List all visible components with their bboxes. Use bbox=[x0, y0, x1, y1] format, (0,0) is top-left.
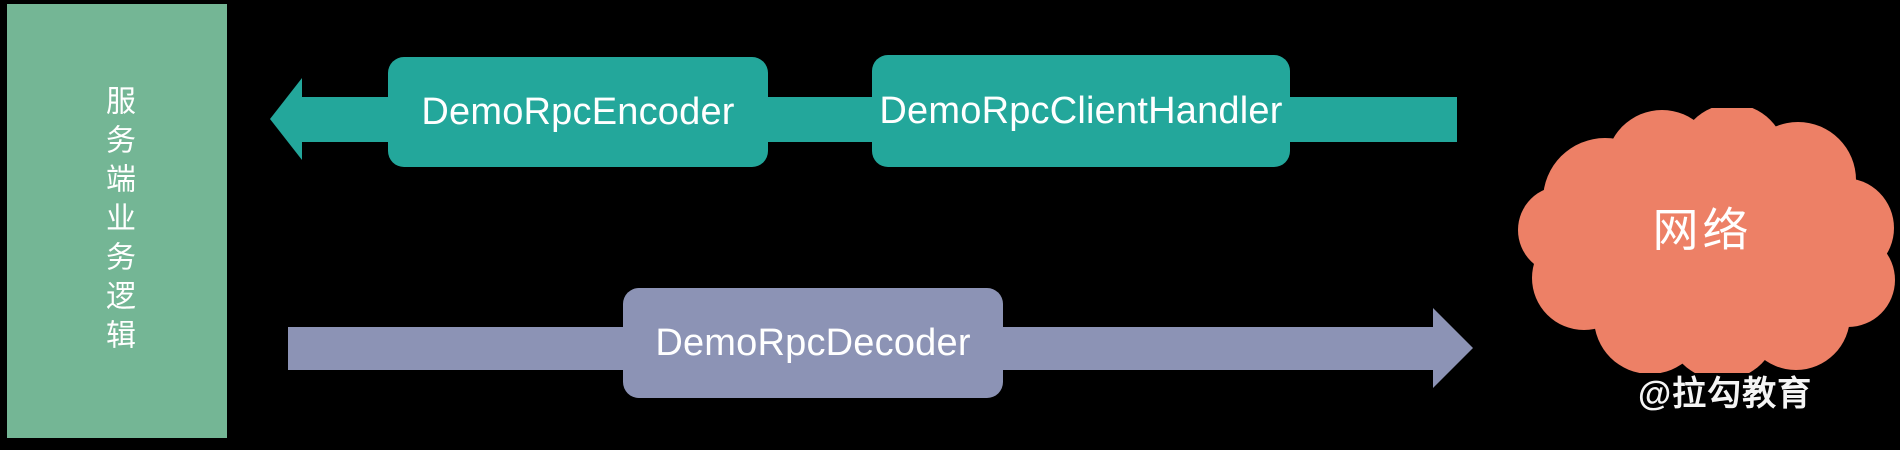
pipeline-stage-label: DemoRpcDecoder bbox=[655, 321, 971, 364]
pipeline-stage-label: DemoRpcClientHandler bbox=[879, 89, 1283, 132]
server-business-logic-panel: 服务端业务逻辑 bbox=[7, 4, 227, 438]
inbound-arrowhead-icon bbox=[1433, 308, 1473, 388]
cloud-icon bbox=[1518, 108, 1895, 373]
pipeline-stage-label: DemoRpcEncoder bbox=[421, 90, 735, 133]
server-business-logic-label: 服务端业务逻辑 bbox=[101, 84, 134, 358]
network-cloud: 网络 bbox=[1510, 108, 1895, 373]
pipeline-stage-demo-rpc-client-handler[interactable]: DemoRpcClientHandler bbox=[872, 55, 1290, 167]
pipeline-stage-demo-rpc-encoder[interactable]: DemoRpcEncoder bbox=[388, 57, 768, 167]
watermark-text: @拉勾教育 bbox=[1638, 375, 1813, 413]
outbound-arrowhead-icon bbox=[270, 78, 302, 160]
pipeline-stage-demo-rpc-decoder[interactable]: DemoRpcDecoder bbox=[623, 288, 1003, 398]
network-label: 网络 bbox=[1652, 204, 1753, 256]
